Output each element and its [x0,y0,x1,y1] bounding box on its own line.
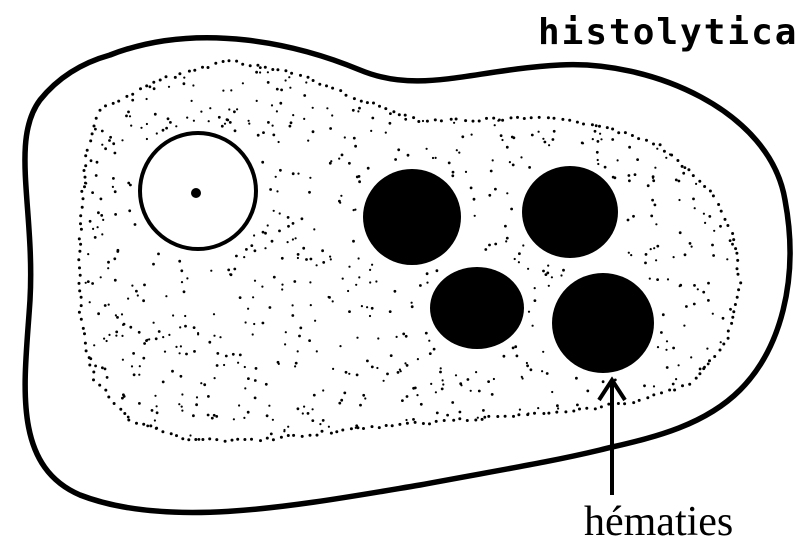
red-blood-cell [430,267,524,349]
karyosome [191,188,201,198]
red-blood-cell [552,273,654,373]
red-blood-cell [522,166,618,258]
cell-membrane [25,38,790,513]
red-blood-cell-label: hématies [584,499,733,545]
red-blood-cell [363,169,461,265]
species-title: histolytica [538,12,798,53]
